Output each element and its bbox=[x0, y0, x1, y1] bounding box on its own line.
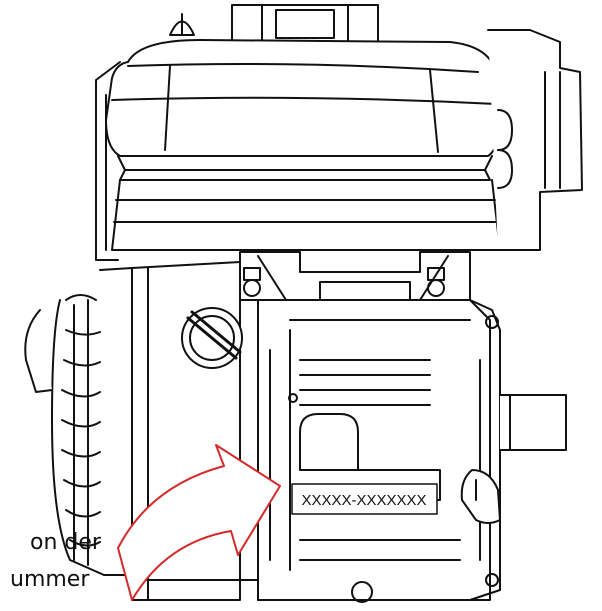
caption-line-1: on der bbox=[30, 530, 101, 555]
serial-number-plate bbox=[291, 483, 438, 515]
recoil-starter-cover bbox=[24, 267, 133, 576]
caption-area: on der ummer bbox=[0, 520, 110, 611]
air-filter-housing bbox=[487, 29, 583, 251]
output-shaft bbox=[499, 394, 567, 451]
serial-number-label: XXXXX-XXXXXXX bbox=[301, 492, 426, 509]
curved-arrow bbox=[117, 444, 281, 601]
caption-line-2: ummer bbox=[10, 567, 90, 592]
fuel-tank bbox=[105, 39, 501, 251]
vent-knob bbox=[169, 13, 195, 36]
output-shaft-housing bbox=[469, 299, 501, 601]
manifold-bracket bbox=[239, 251, 471, 301]
crankcase bbox=[257, 299, 491, 603]
oil-fill-cap bbox=[181, 307, 243, 369]
left-housing bbox=[95, 61, 121, 261]
throttle-knob bbox=[460, 469, 501, 524]
